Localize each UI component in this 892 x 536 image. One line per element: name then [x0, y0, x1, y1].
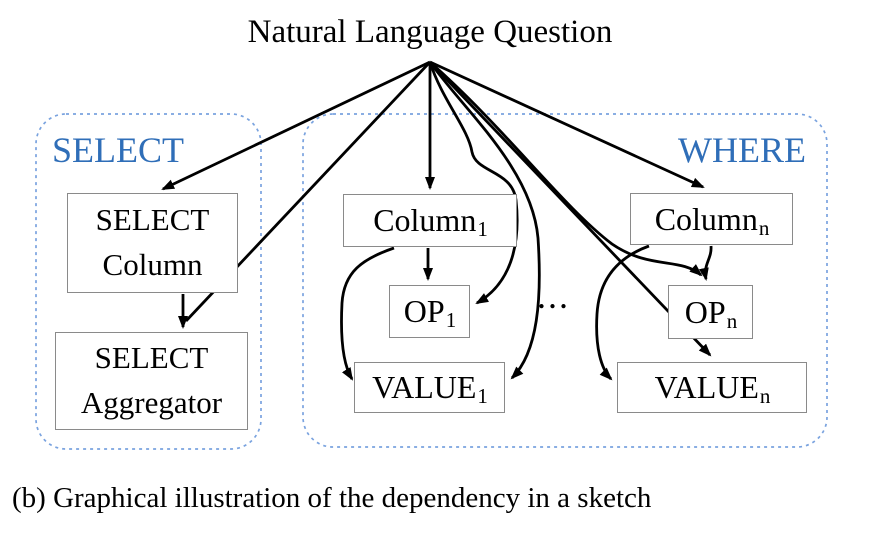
- arrow-question-to-select-column: [161, 60, 431, 191]
- where-columnn-label: Column: [654, 200, 758, 237]
- select-group-label: SELECT: [52, 130, 184, 170]
- arrow-column1-to-value1: [340, 246, 395, 381]
- valuen-box: VALUE n: [617, 362, 807, 413]
- valuen-label: VALUE: [654, 369, 759, 406]
- arrow-question-to-opn: [429, 60, 703, 277]
- where-columnn-box: Column n: [630, 193, 793, 245]
- select-aggregator-line1: SELECT: [94, 340, 209, 376]
- op1-label: OP: [403, 293, 445, 330]
- where-column1-box: Column 1: [343, 194, 517, 247]
- where-column1-subscript: 1: [477, 217, 488, 242]
- value1-box: VALUE 1: [354, 362, 505, 413]
- select-column-line2: Column: [102, 247, 203, 282]
- arrow-question-to-value1: [428, 61, 541, 380]
- figure-caption: (b) Graphical illustration of the depend…: [12, 482, 652, 514]
- arrow-question-to-valuen: [428, 61, 712, 357]
- select-group-border: [35, 113, 262, 450]
- select-column-line1: SELECT: [95, 202, 210, 238]
- where-column1-label: Column: [373, 202, 477, 239]
- where-columnn-subscript: n: [758, 215, 770, 240]
- valuen-subscript: n: [759, 384, 771, 409]
- arrow-question-to-op1: [428, 61, 519, 305]
- diagram-title: Natural Language Question: [247, 14, 613, 50]
- op1-subscript: 1: [445, 308, 457, 333]
- select-aggregator-line2: Aggregator: [80, 385, 223, 420]
- select-aggregator-box: SELECT Aggregator: [55, 332, 248, 430]
- arrow-columnn-to-valuen: [595, 244, 650, 381]
- arrow-columnn-to-opn: [698, 245, 713, 281]
- value1-subscript: 1: [477, 384, 488, 409]
- where-group-border: [302, 113, 828, 448]
- where-group-label: WHERE: [678, 130, 806, 170]
- between-conditions-ellipsis: ...: [537, 276, 570, 316]
- arrow-question-to-columnn: [429, 60, 705, 189]
- select-column-box: SELECT Column: [67, 193, 238, 293]
- opn-label: OP: [684, 293, 726, 330]
- opn-subscript: n: [726, 308, 738, 333]
- opn-box: OP n: [668, 285, 753, 339]
- op1-box: OP 1: [389, 285, 470, 338]
- value1-label: VALUE: [372, 369, 477, 406]
